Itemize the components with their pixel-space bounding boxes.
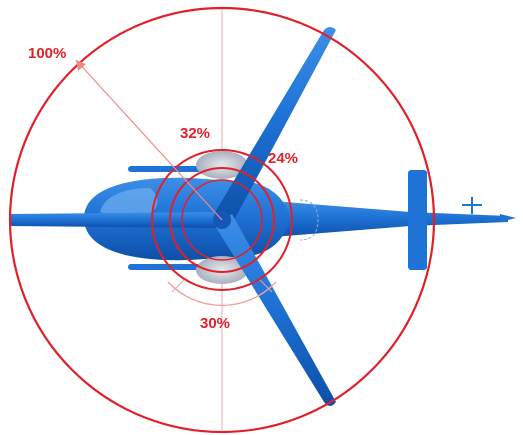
ring-24 [169, 167, 275, 273]
rotor-blade-left [10, 212, 222, 228]
ring-30-tick-left [171, 279, 185, 293]
radius-arrowhead [76, 60, 86, 71]
ring-30-tick-right [259, 279, 273, 293]
outer-circle [8, 6, 436, 434]
label-100-percent: 100% [28, 45, 66, 62]
ring-inner [181, 179, 263, 261]
label-24-percent: 24% [268, 150, 298, 167]
ring-32 [151, 149, 293, 291]
ring-30-arc [167, 281, 277, 307]
horizontal-stabilizer [408, 170, 427, 270]
label-30-percent: 30% [200, 315, 230, 332]
radius-arrow [75, 59, 223, 221]
boom-fairing [299, 199, 319, 241]
rotor-blade-upper-right [214, 27, 336, 224]
rotor-blade-lower-right [214, 214, 336, 406]
cockpit-window [100, 188, 158, 216]
lower-hub-fairing [196, 256, 248, 284]
upper-hub-fairing [196, 151, 248, 179]
label-32-percent: 32% [180, 125, 210, 142]
tail-end [500, 214, 516, 222]
tail-boom [260, 200, 508, 238]
